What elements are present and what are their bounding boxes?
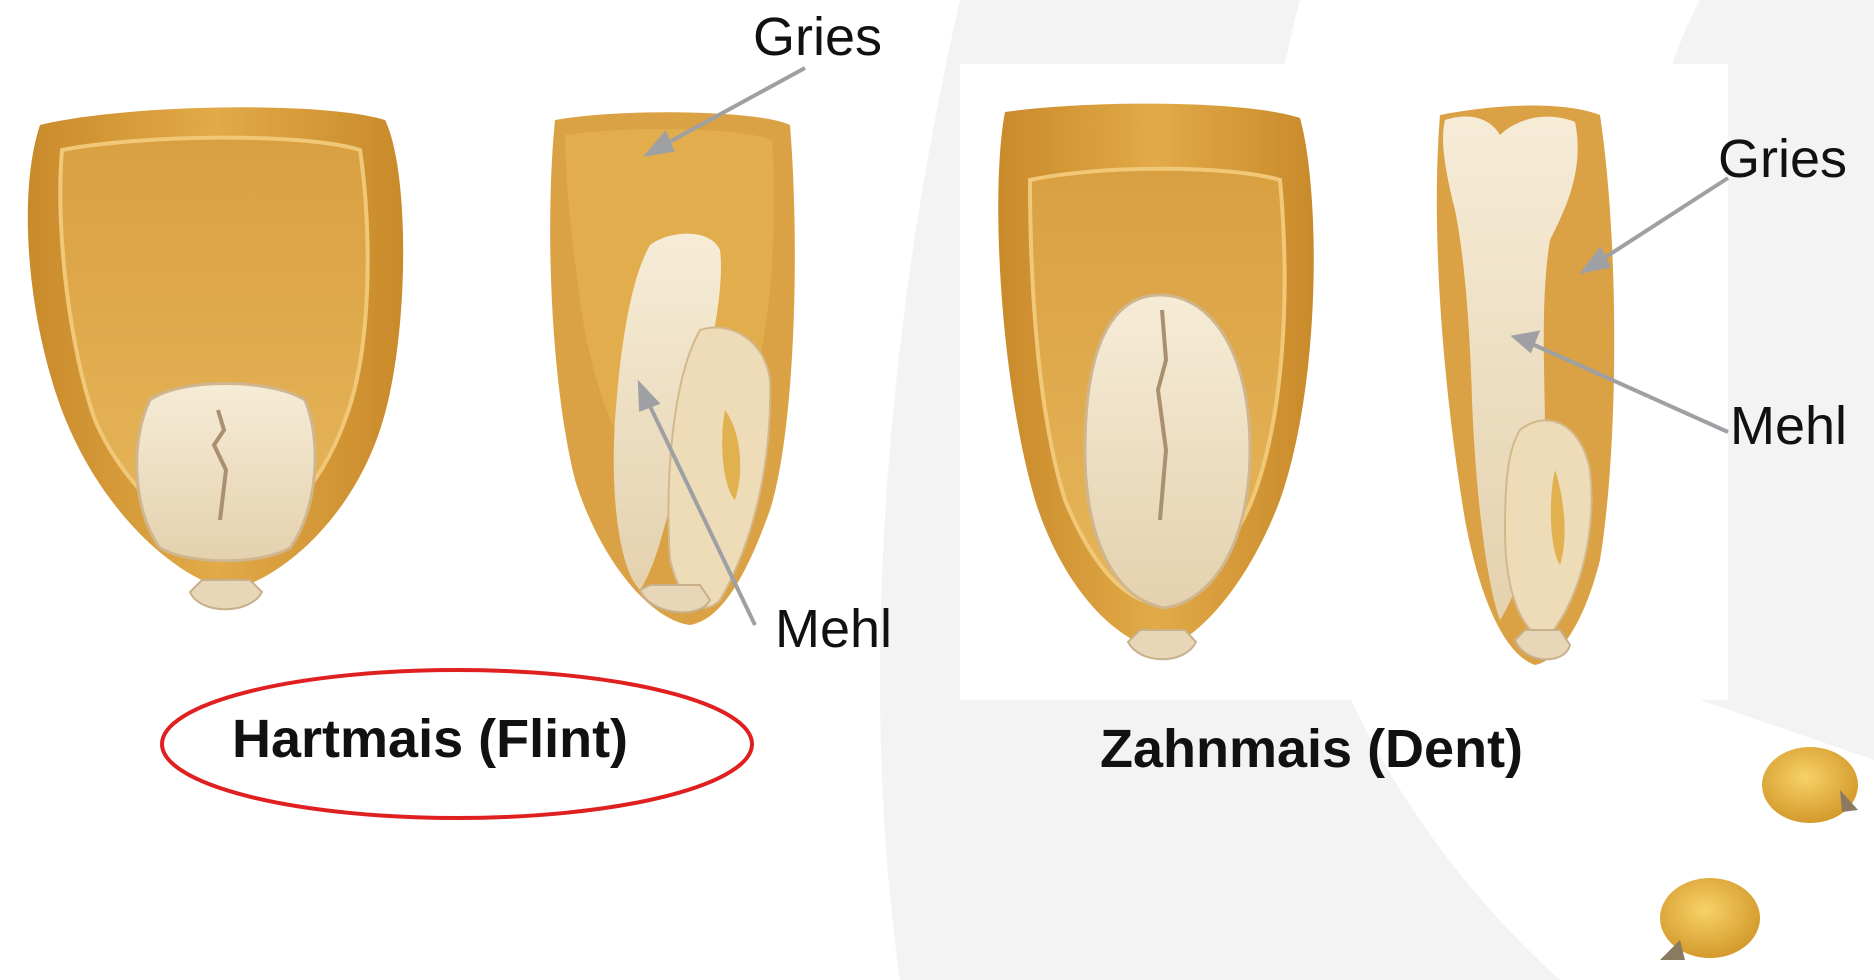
dent-mehl-label: Mehl xyxy=(1730,395,1847,457)
dent-gries-label: Gries xyxy=(1718,128,1847,190)
corn-seed-decoration xyxy=(1660,747,1858,960)
flint-kernel-section xyxy=(550,112,795,625)
flint-kernel-front xyxy=(28,107,403,609)
dent-title: Zahnmais (Dent) xyxy=(1100,718,1523,780)
flint-gries-label: Gries xyxy=(753,6,882,68)
flint-title: Hartmais (Flint) xyxy=(232,708,628,770)
flint-mehl-label: Mehl xyxy=(775,598,892,660)
